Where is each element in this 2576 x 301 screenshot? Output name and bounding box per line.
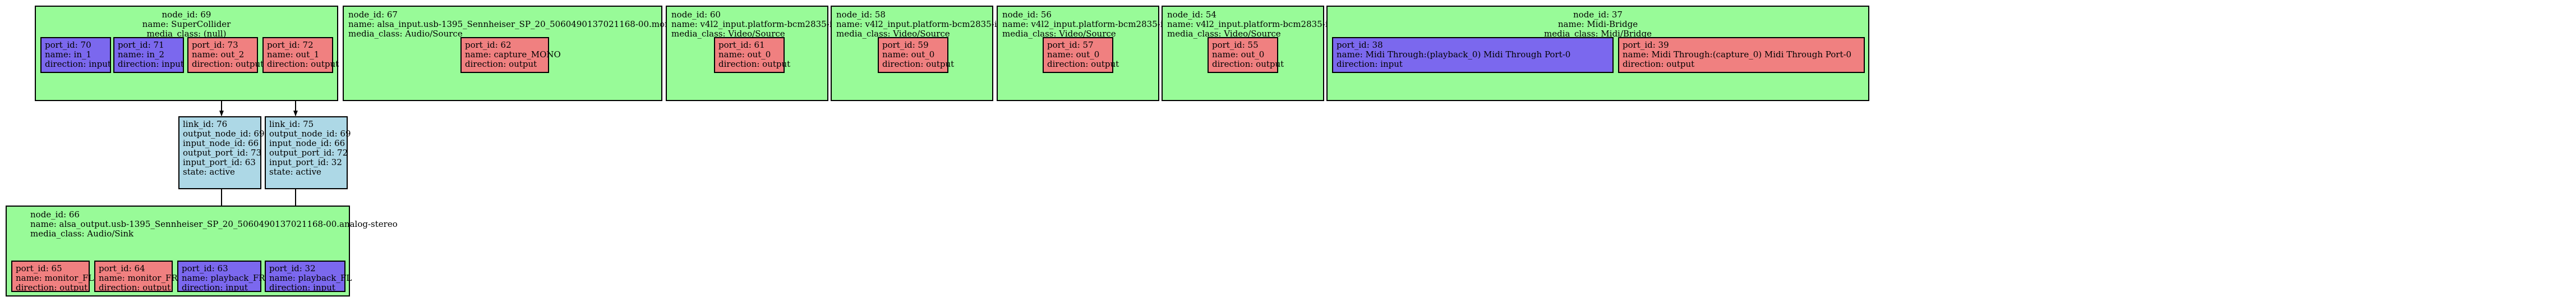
node-name: name: SuperCollider [142,19,231,29]
port-72[interactable]: port_id: 72 name: out_1 direction: outpu… [262,37,339,73]
node-label: node_id: 60 name: v4l2_input.platform-bc… [671,10,850,39]
port-38[interactable]: port_id: 38 name: Midi Through:(playback… [1332,37,1614,73]
node-label: node_id: 67 name: alsa_input.usb-1395_Se… [348,10,712,39]
node-label: node_id: 58 name: v4l2_input.platform-bc… [836,10,1015,39]
port-55[interactable]: port_id: 55 name: out_0 direction: outpu… [1208,37,1284,73]
port-39[interactable]: port_id: 39 name: Midi Through:(capture_… [1618,37,1865,73]
node-67: node_id: 67 name: alsa_input.usb-1395_Se… [343,6,712,101]
node-media-class: media_class: (null) [146,29,227,39]
port-65[interactable]: port_id: 65 name: monitor_FL direction: … [11,261,94,293]
port-59[interactable]: port_id: 59 name: out_0 direction: outpu… [878,37,954,73]
port-73[interactable]: port_id: 73 name: out_2 direction: outpu… [187,37,264,73]
node-label: node_id: 54 name: v4l2_input.platform-bc… [1167,10,1346,39]
node-54: node_id: 54 name: v4l2_input.platform-bc… [1162,6,1346,101]
node-id: node_id: 69 [162,10,211,20]
node-label: node_id: 37 name: Midi-Bridge media_clas… [1544,10,1652,39]
port-70[interactable]: port_id: 70 name: in_1 direction: input [40,37,111,73]
link-75[interactable]: link_id: 75 output_node_id: 69 input_nod… [265,116,351,189]
node-56: node_id: 56 name: v4l2_input.platform-bc… [997,6,1181,101]
node-label: node_id: 56 name: v4l2_input.platform-bc… [1002,10,1181,39]
node-label: node_id: 66 name: alsa_output.usb-1395_S… [30,209,398,239]
port-62[interactable]: port_id: 62 name: capture_MONO direction… [460,37,561,73]
port-57[interactable]: port_id: 57 name: out_0 direction: outpu… [1043,37,1119,73]
port-64[interactable]: port_id: 64 name: monitor_FR direction: … [94,261,178,293]
node-60: node_id: 60 name: v4l2_input.platform-bc… [666,6,850,101]
node-37: node_id: 37 name: Midi-Bridge media_clas… [1326,6,1869,101]
node-66: node_id: 66 name: alsa_output.usb-1395_S… [6,206,398,297]
port-61[interactable]: port_id: 61 name: out_0 direction: outpu… [714,37,790,73]
port-32[interactable]: port_id: 32 name: playback_FL direction:… [265,261,352,293]
node-label: node_id: 69 name: SuperCollider media_cl… [36,10,337,39]
node-58: node_id: 58 name: v4l2_input.platform-bc… [831,6,1015,101]
port-63[interactable]: port_id: 63 name: playback_FR direction:… [177,261,265,293]
link-76[interactable]: link_id: 76 output_node_id: 69 input_nod… [178,116,265,189]
port-71[interactable]: port_id: 71 name: in_2 direction: input [113,37,184,73]
node-69: node_id: 69 name: SuperCollider media_cl… [35,6,339,101]
